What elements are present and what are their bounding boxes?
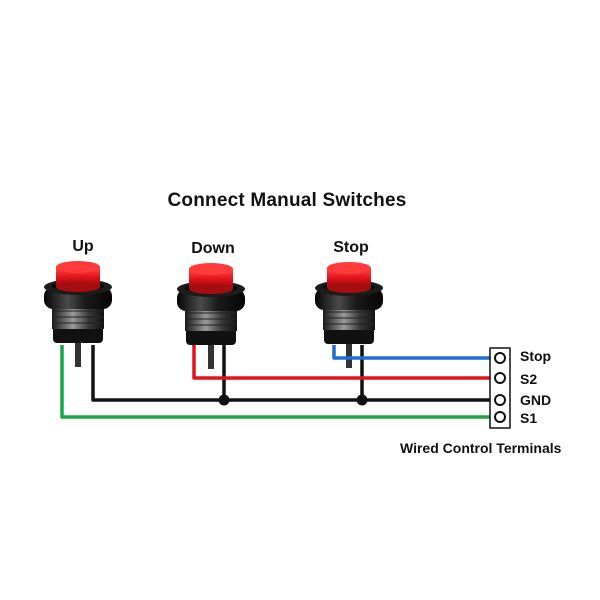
terminal-s1 [494,411,506,423]
terminals-caption: Wired Control Terminals [400,440,562,456]
push-switch-stop [314,261,384,369]
wire-stop [332,345,500,360]
switch-label-up: Up [72,238,94,255]
switch-label-stop: Stop [333,239,369,256]
terminal-label-s1: S1 [520,410,538,426]
terminal-block [489,347,511,429]
terminal-label-s2: S2 [520,371,538,387]
terminal-label-gnd: GND [520,392,552,408]
wire-s2 [192,345,500,380]
terminal-gnd [494,394,506,406]
gnd-junction-stop [356,394,368,406]
push-switch-up [43,260,113,368]
terminal-stop [494,352,506,364]
switch-label-down: Down [191,240,235,257]
terminal-label-stop: Stop [520,348,552,364]
diagram-title: Connect Manual Switches [167,190,407,211]
wire-s1 [60,345,500,419]
gnd-junction-down [218,394,230,406]
push-switch-down [176,262,246,370]
wire-gnd [91,345,500,402]
terminal-s2 [494,372,506,384]
